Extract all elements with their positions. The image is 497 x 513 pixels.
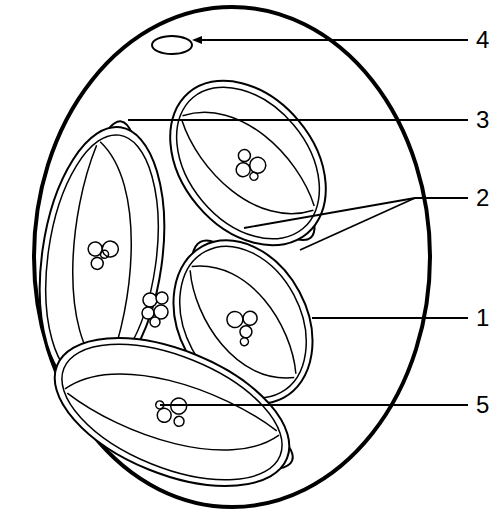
callout-number: 4	[476, 28, 489, 52]
arrow-heads	[192, 36, 202, 44]
leader-lines	[128, 40, 468, 405]
callout-number: 1	[476, 306, 489, 330]
callout-number: 2	[476, 186, 489, 210]
sporocyst	[34, 308, 316, 513]
residual-body	[142, 292, 168, 327]
callout-number: 3	[476, 108, 489, 132]
callout-number: 5	[476, 393, 489, 417]
micropyle	[152, 36, 192, 54]
